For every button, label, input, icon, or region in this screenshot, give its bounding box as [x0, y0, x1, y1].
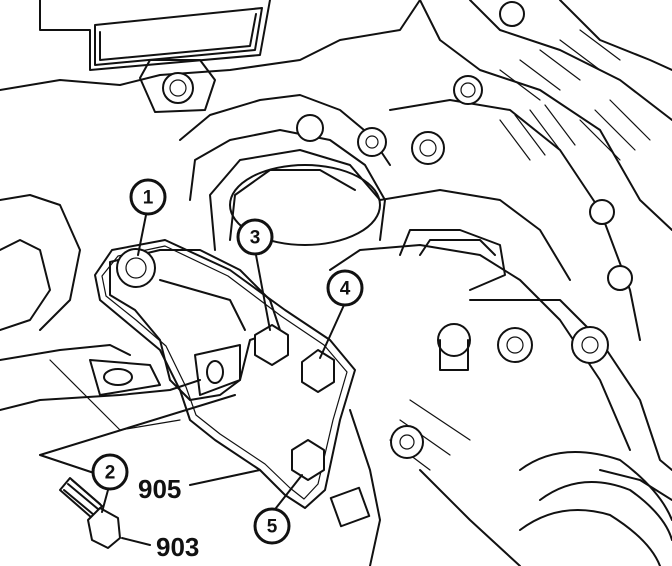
hex-bolt	[607, 265, 633, 291]
callout-3: 3	[236, 218, 274, 256]
hex-bolt	[437, 323, 471, 371]
bolt-903	[59, 477, 121, 549]
callout-4: 4	[326, 269, 364, 307]
nut-3	[254, 324, 289, 366]
callout-5-label: 5	[267, 517, 278, 538]
callout-2-label: 2	[105, 463, 116, 484]
leader-lines	[39, 214, 345, 546]
engine-mount-bracket	[109, 249, 281, 401]
hex-bolt	[411, 131, 445, 165]
callout-3-label: 3	[250, 228, 261, 249]
nut-4	[301, 349, 335, 393]
transmission-housing	[329, 0, 672, 566]
callout-5: 5	[253, 507, 291, 545]
hex-bolt	[571, 326, 609, 364]
callout-1: 1	[129, 178, 167, 216]
hex-bolt	[497, 327, 533, 363]
part-number-905: 905	[138, 474, 181, 504]
part-number-903: 903	[156, 532, 199, 562]
hex-bolt	[499, 1, 525, 27]
callout-1-label: 1	[143, 188, 154, 209]
engine-block-outline	[0, 0, 421, 431]
hex-bolt	[329, 486, 371, 528]
callout-2: 2	[91, 453, 129, 491]
transmission-bolts	[329, 1, 633, 528]
nut-1	[116, 248, 156, 288]
hex-bolt	[589, 199, 615, 225]
dome-housing	[179, 94, 391, 251]
hex-bolt	[390, 425, 424, 459]
hex-bolt	[453, 75, 483, 105]
top-bolt-boss	[139, 59, 216, 113]
callout-4-label: 4	[340, 279, 351, 300]
nut-5	[291, 439, 325, 481]
